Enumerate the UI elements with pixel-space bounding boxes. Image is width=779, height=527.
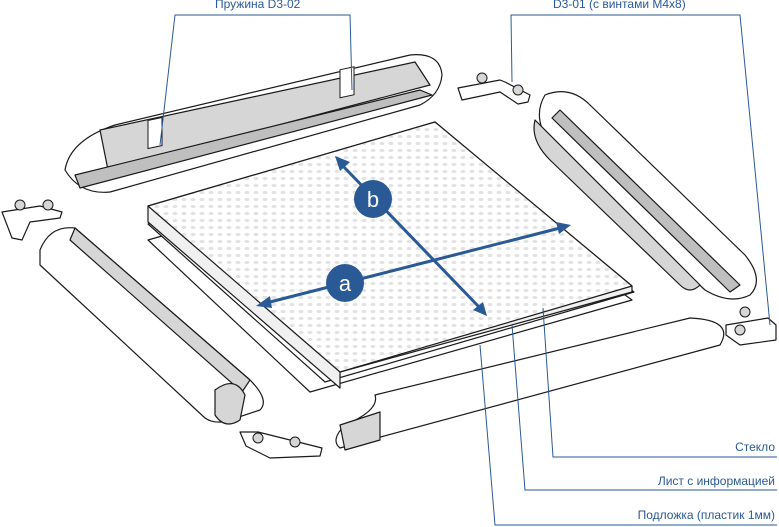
label-glass: Стекло — [735, 440, 775, 454]
badge-b-text: b — [367, 187, 379, 212]
badge-a-text: a — [339, 271, 352, 296]
spring-right — [533, 91, 757, 300]
spring-left — [39, 227, 264, 425]
corner-clip-left — [1, 199, 63, 241]
corner-clip-top-right — [457, 72, 531, 105]
corner-clip-bottom-left — [239, 431, 323, 459]
label-backing: Подложка (пластик 1мм) — [637, 508, 775, 522]
spring-top — [64, 54, 443, 193]
label-spring: Пружина D3-02 — [215, 0, 301, 11]
dimension-arrow-a — [256, 222, 571, 308]
leader-lines — [159, 14, 777, 526]
label-info-sheet: Лист с информацией — [657, 474, 775, 488]
glass-layer — [147, 121, 633, 389]
corner-clip-bottom-right — [725, 306, 777, 346]
badge-b: b — [354, 180, 392, 218]
spring-bottom — [335, 317, 725, 451]
label-corner-clip: D3-01 (с винтами М4х8) — [553, 0, 686, 11]
badge-a: a — [326, 264, 364, 302]
